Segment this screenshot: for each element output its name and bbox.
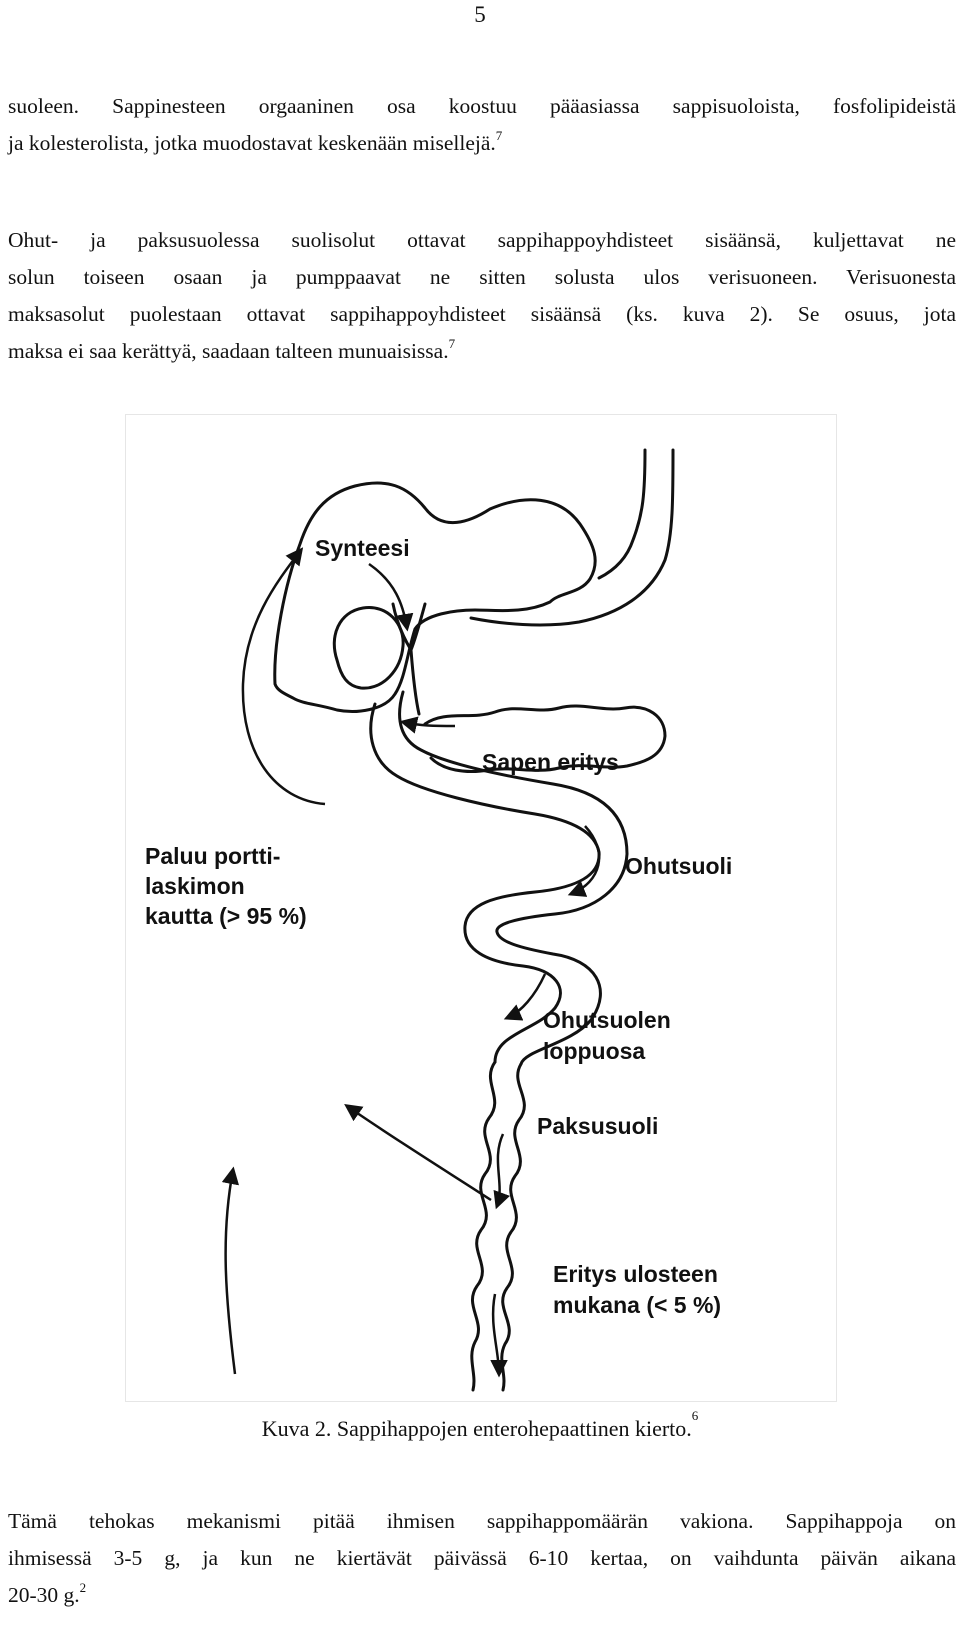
stomach-shape [469, 448, 675, 627]
reference-superscript: 7 [448, 336, 456, 351]
paragraph-3: Tämä tehokas mekanismi pitää ihmisen sap… [8, 1503, 956, 1614]
enterohepatic-circulation-diagram: Synteesi Sapen eritys Paluu portti- lask… [125, 414, 837, 1402]
portal-blood-arrow [221, 1166, 240, 1375]
reference-superscript: 6 [691, 1408, 699, 1423]
label-paluu-line-1: Paluu portti- [145, 843, 280, 869]
label-ohutsuolen-line-2: loppuosa [543, 1038, 645, 1064]
portal-return-arrow [344, 1104, 492, 1202]
label-ohutsuolen-line-1: Ohutsuolen [543, 1007, 671, 1033]
paragraph-3-line-2: ihmisessä 3-5 g, ja kun ne kiertävät päi… [8, 1546, 956, 1570]
paragraph-1-line-2-text: ja kolesterolista, jotka muodostavat kes… [8, 131, 496, 155]
small-intestine-flow-arrow [567, 825, 601, 897]
figure-caption-text: Kuva 2. Sappihappojen enterohepaattinen … [261, 1416, 692, 1441]
label-paluu-line-2: laskimon [145, 873, 245, 899]
small-intestine-outline-left [369, 702, 601, 1064]
small-intestine-outline-right [398, 690, 629, 1066]
figure-frame [125, 414, 837, 1402]
excretion-arrow [490, 1293, 508, 1378]
paragraph-2: Ohut- ja paksusuolessa suolisolut ottava… [8, 222, 956, 370]
paragraph-1-line-2: ja kolesterolista, jotka muodostavat kes… [8, 125, 956, 162]
paragraph-1-line-1: suoleen. Sappinesteen orgaaninen osa koo… [8, 94, 956, 118]
pancreas-shape [423, 704, 667, 773]
paragraph-3-line-1: Tämä tehokas mekanismi pitää ihmisen sap… [8, 1509, 956, 1533]
liver-return-arrow [241, 547, 326, 806]
paragraph-2-line-3: maksasolut puolestaan ottavat sappihappo… [8, 302, 956, 326]
synthesis-arrow [368, 562, 414, 632]
page-number: 5 [474, 2, 486, 27]
paragraph-2-line-1: Ohut- ja paksusuolessa suolisolut ottava… [8, 228, 956, 252]
large-intestine-outline-right [500, 1062, 526, 1392]
figure-caption: Kuva 2. Sappihappojen enterohepaattinen … [0, 1408, 960, 1442]
paragraph-3-line-3-text: 20-30 g. [8, 1583, 80, 1607]
large-intestine-outline-left [470, 1060, 497, 1392]
label-eritys-line-2: mukana (< 5 %) [553, 1292, 721, 1318]
label-sapen-eritys: Sapen eritys [482, 749, 619, 775]
paragraph-1: suoleen. Sappinesteen orgaaninen osa koo… [8, 88, 956, 162]
label-synteesi: Synteesi [315, 535, 410, 561]
label-paluu-line-3: kautta (> 95 %) [145, 903, 307, 929]
label-ohutsuoli: Ohutsuoli [625, 853, 732, 879]
bile-secretion-arrow [399, 716, 456, 734]
reference-superscript: 7 [495, 128, 503, 143]
reference-superscript: 2 [79, 1580, 87, 1595]
ileum-flow-arrow [503, 973, 547, 1021]
paragraph-2-line-4: maksa ei saa kerättyä, saadaan talteen m… [8, 333, 956, 370]
gallbladder-shape [332, 606, 405, 690]
paragraph-3-line-3: 20-30 g.2 [8, 1577, 956, 1614]
paragraph-2-line-4-text: maksa ei saa kerättyä, saadaan talteen m… [8, 339, 449, 363]
paragraph-2-line-2: solun toiseen osaan ja pumppaavat ne sit… [8, 265, 956, 289]
colon-flow-arrow [493, 1133, 510, 1210]
label-eritys-line-1: Eritys ulosteen [553, 1261, 718, 1287]
liver-shape [273, 481, 597, 713]
label-paksusuoli: Paksusuoli [537, 1113, 658, 1139]
